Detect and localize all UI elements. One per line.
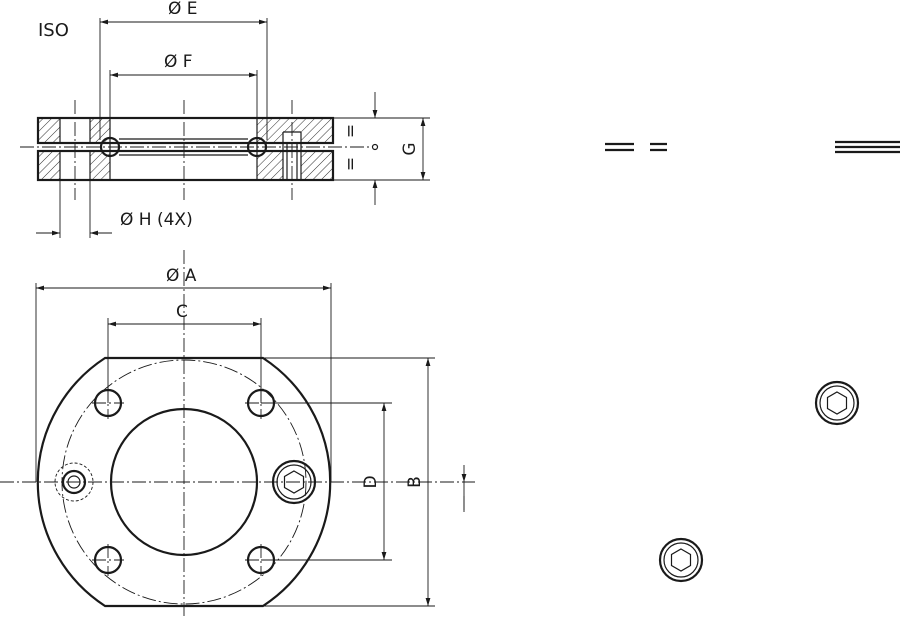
dim-label-A: Ø A [166, 266, 197, 286]
section-view: Ø E Ø F Ø H (4X) G = = [20, 0, 430, 238]
dim-label-E: Ø E [168, 0, 198, 19]
equal-mark-lower: = [341, 157, 361, 171]
equal-mark-upper: = [341, 124, 361, 138]
hex-socket-variant-1 [814, 380, 860, 426]
top-view: Ø A C D B [0, 250, 475, 618]
equal-sign-symbol [605, 142, 667, 152]
standard-label: ISO [38, 20, 69, 41]
hex-socket-variant-2 [658, 537, 704, 583]
dim-label-C: C [176, 302, 188, 322]
dim-label-F: Ø F [164, 52, 193, 72]
triple-line-symbol [835, 140, 900, 154]
dim-label-B: B [405, 476, 425, 488]
dim-label-G: G [400, 142, 420, 155]
dim-label-D: D [361, 475, 381, 488]
dim-label-H: Ø H (4X) [120, 210, 193, 230]
